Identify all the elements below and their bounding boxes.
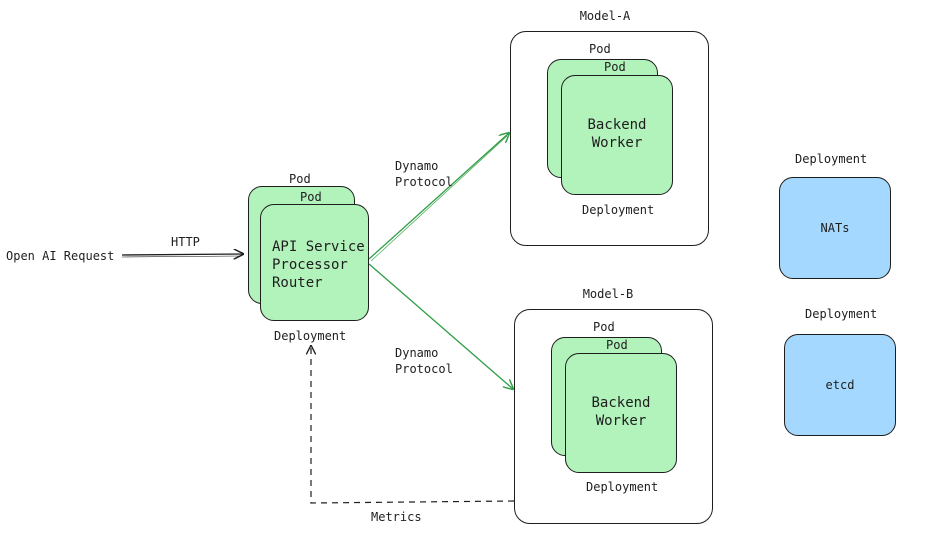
protocol-arrow-model-a [368, 133, 509, 260]
router-pod-front: API Service Processor Router [260, 204, 369, 321]
model-b-line-2: Worker [595, 413, 647, 429]
protocol-label-a-line-1: Dynamo [395, 159, 439, 173]
request-label: Open AI Request [6, 249, 115, 263]
nats-label: NATs [820, 221, 850, 235]
metrics-label: Metrics [371, 510, 422, 524]
etcd-deployment-caption: Deployment [805, 307, 878, 321]
etcd-box: etcd [784, 334, 896, 436]
http-arrow [121, 254, 243, 255]
model-a-title: Model-A [579, 9, 631, 23]
protocol-label-b-line-2: Protocol [395, 362, 453, 376]
model-a-deployment-caption: Deployment [582, 203, 655, 217]
protocol-label-b-line-1: Dynamo [395, 346, 439, 360]
model-a-pod-text: Backend Worker [562, 116, 672, 152]
model-b-pod-outer-label: Pod [593, 320, 615, 334]
model-b-deployment-caption: Deployment [586, 480, 659, 494]
protocol-label-a-line-2: Protocol [395, 175, 453, 189]
protocol-label-b: Dynamo Protocol [395, 345, 453, 377]
router-line-2: Processor [272, 257, 348, 273]
nats-box: NATs [779, 177, 891, 279]
model-b-title: Model-B [582, 287, 634, 301]
model-a-pod-front: Backend Worker [561, 75, 673, 195]
model-a-pod-outer-label: Pod [589, 42, 611, 56]
model-b-pod-inner-label: Pod [606, 338, 628, 352]
protocol-arrow-model-b [368, 263, 513, 389]
model-a-line-1: Backend [587, 117, 647, 133]
router-deployment-caption: Deployment [274, 329, 347, 343]
router-line-3: Router [272, 275, 323, 291]
model-a-pod-inner-label: Pod [604, 60, 626, 74]
model-b-pod-front: Backend Worker [565, 353, 677, 473]
router-pod-outer-label: Pod [289, 172, 311, 186]
router-line-1: API Service [272, 239, 365, 255]
router-pod-inner-label: Pod [300, 190, 322, 204]
metrics-arrow [311, 346, 515, 504]
etcd-label: etcd [825, 378, 855, 392]
model-b-pod-text: Backend Worker [566, 394, 676, 430]
router-pod-text: API Service Processor Router [272, 238, 365, 292]
http-label: HTTP [171, 235, 200, 249]
model-b-line-1: Backend [591, 395, 651, 411]
nats-deployment-caption: Deployment [795, 152, 868, 166]
model-a-line-2: Worker [591, 135, 643, 151]
protocol-label-a: Dynamo Protocol [395, 158, 453, 190]
